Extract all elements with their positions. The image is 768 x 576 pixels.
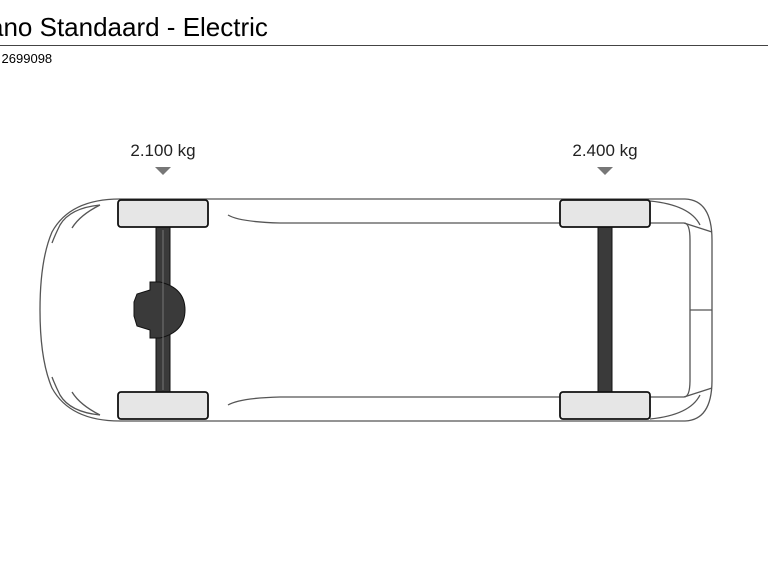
vehicle-number: r: 2699098 — [0, 51, 53, 66]
front-axle-marker-icon — [155, 167, 171, 175]
rear-left-wheel — [559, 199, 651, 228]
front-axle — [133, 225, 186, 395]
electric-motor-icon — [133, 281, 186, 339]
rear-axle — [597, 225, 613, 395]
rear-axle-weight-label: 2.400 kg — [572, 141, 637, 160]
page-title: vano Standaard - Electric — [0, 12, 268, 42]
front-axle-weight-label: 2.100 kg — [130, 141, 195, 160]
vehicle-body-outline — [39, 198, 713, 422]
rear-right-wheel — [559, 391, 651, 420]
header-divider — [0, 45, 768, 46]
front-right-wheel — [117, 391, 209, 420]
rear-axle-marker-icon — [597, 167, 613, 175]
front-left-wheel — [117, 199, 209, 228]
